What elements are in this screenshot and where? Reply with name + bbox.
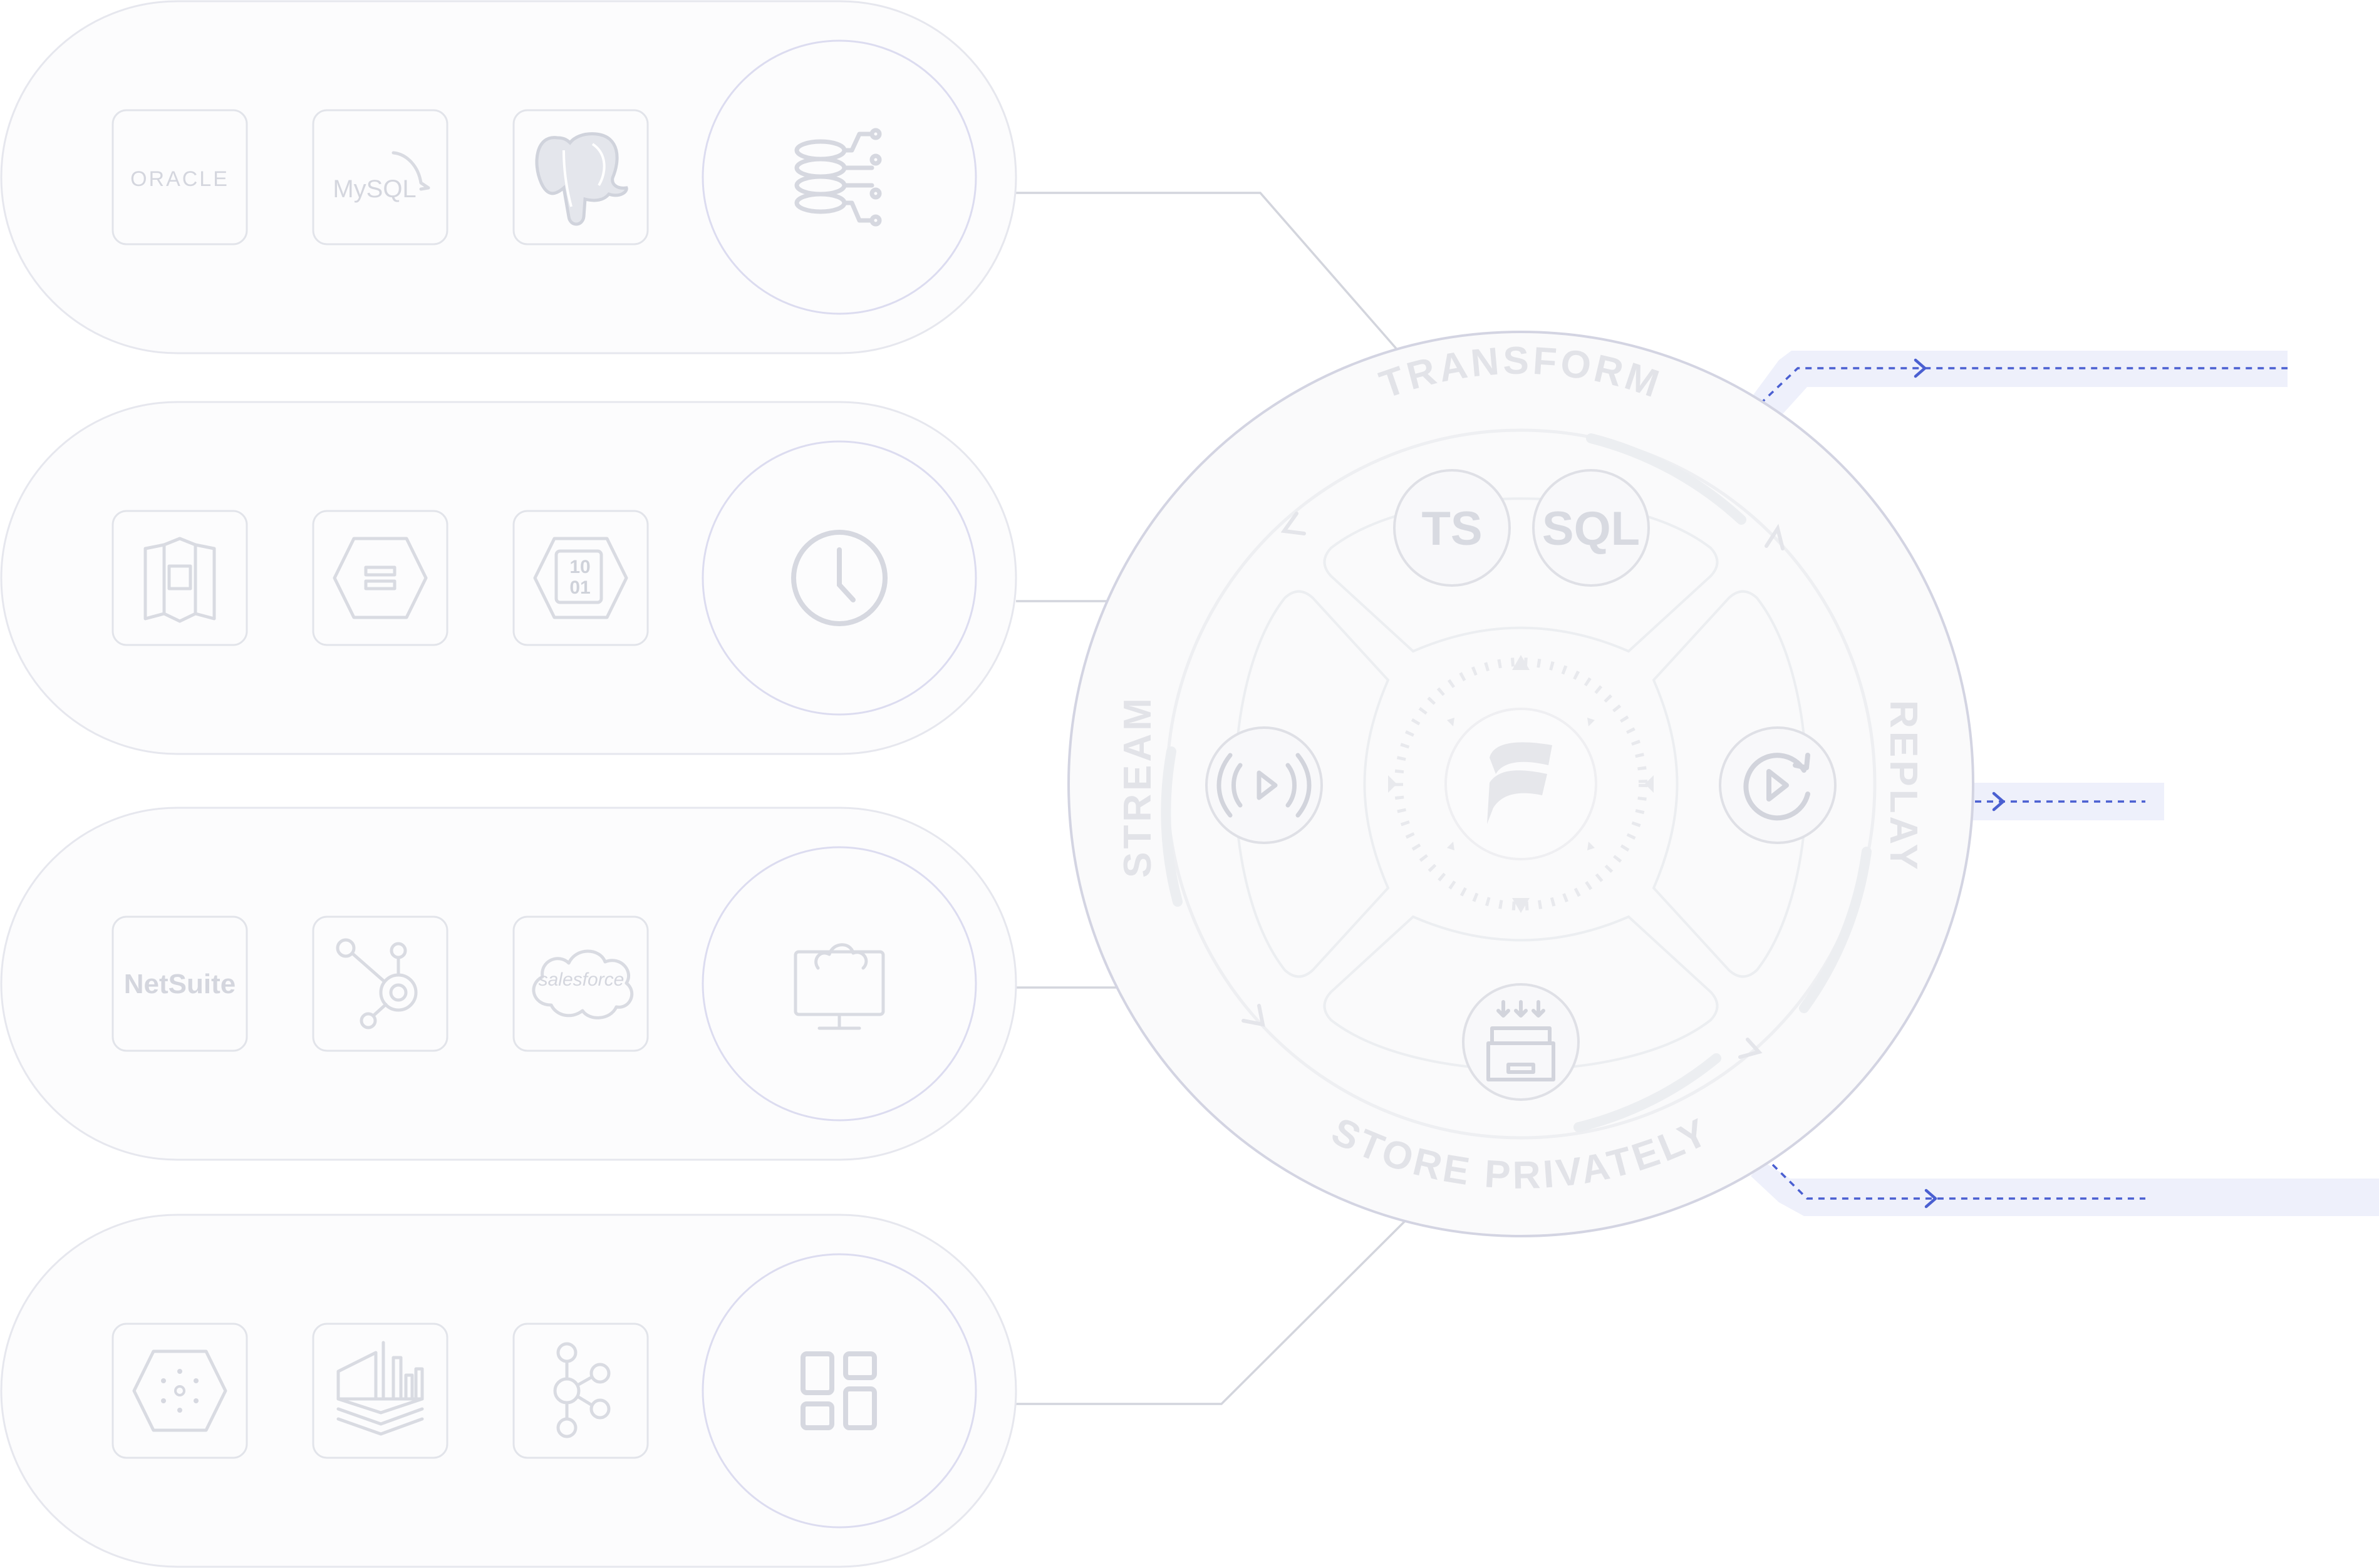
mysql-label: MySQL [333, 175, 416, 203]
kafka-tile[interactable] [512, 1323, 649, 1459]
map-book-icon [143, 537, 216, 623]
salesforce-cloud-icon [532, 949, 634, 1019]
salesforce-label: salesforce [539, 969, 625, 990]
source-row-databases: ORACLE MySQL [0, 0, 1017, 354]
svg-text:10: 10 [569, 557, 590, 577]
kafka-icon [553, 1342, 611, 1438]
arrow-icon [1992, 792, 2005, 812]
cloud-monitor-icon [794, 943, 885, 1030]
analytics-building-icon [336, 1341, 424, 1436]
output-lines [1751, 351, 2379, 1216]
source-row-saas: NetSuite salesforce [0, 807, 1017, 1161]
storage-hexagon-icon [333, 537, 428, 619]
oracle-label: ORACLE [130, 167, 229, 191]
core-platform: TS SQL [1067, 331, 1974, 1237]
source-row-warehouses: 10 01 [0, 401, 1017, 755]
hubspot-tile[interactable] [312, 916, 448, 1052]
svg-text:01: 01 [569, 577, 590, 598]
netsuite-tile[interactable] [111, 916, 248, 1052]
netsuite-label: NetSuite [124, 969, 236, 999]
arrow-icon [1924, 1189, 1937, 1209]
binary-file-tile[interactable] [512, 510, 649, 646]
source-row-streaming [0, 1214, 1017, 1568]
estuary-logo-icon [1487, 742, 1552, 824]
hubspot-icon [336, 938, 418, 1029]
gcp-storage-tile[interactable] [312, 510, 448, 646]
sql-badge-label: SQL [1542, 502, 1640, 555]
replay-badge[interactable] [1719, 726, 1837, 844]
connector-wires [1016, 192, 1407, 1405]
wire-row-4 [1016, 1219, 1407, 1405]
broadcast-play-icon [1216, 753, 1312, 818]
sql-badge[interactable] [1532, 469, 1650, 587]
database-stack-icon [794, 128, 882, 227]
saas-hub[interactable] [702, 846, 977, 1122]
oracle-tile[interactable] [111, 109, 248, 245]
analytics-tile[interactable] [312, 1323, 448, 1459]
clock-icon [791, 530, 888, 626]
pubsub-hexagon-icon [132, 1349, 227, 1432]
ts-badge[interactable] [1393, 469, 1511, 587]
ts-badge-label: TS [1421, 502, 1482, 555]
bigquery-map-tile[interactable] [111, 510, 248, 646]
mysql-tile[interactable] [312, 109, 448, 245]
label-stream: STREAM [1116, 695, 1159, 878]
grid-apps-icon [801, 1351, 877, 1430]
wire-row-1 [1016, 192, 1399, 352]
apps-hub[interactable] [702, 1253, 977, 1529]
replay-icon [1743, 753, 1810, 821]
postgresql-elephant-icon [535, 132, 628, 226]
archive-box-icon [1486, 1000, 1555, 1081]
salesforce-tile[interactable] [512, 916, 649, 1052]
output-top [1751, 351, 2288, 420]
binary-hexagon-icon: 10 01 [533, 537, 628, 619]
label-replay: REPLAY [1882, 700, 1925, 873]
gcp-pubsub-tile[interactable] [111, 1323, 248, 1459]
output-bottom [1751, 1162, 2379, 1216]
dolphin-icon [391, 151, 430, 191]
output-middle [1972, 783, 2164, 820]
stream-badge[interactable] [1205, 726, 1323, 844]
arrow-icon [1914, 358, 1927, 378]
database-hub[interactable] [702, 39, 977, 315]
